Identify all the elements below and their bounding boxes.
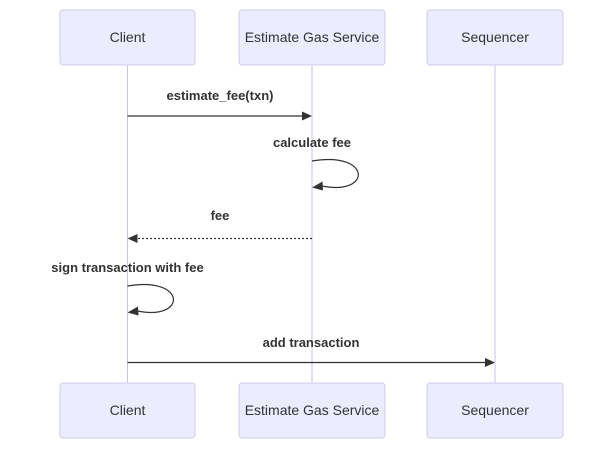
- message-label-sign-transaction: sign transaction with fee: [51, 260, 203, 275]
- self-loop-curve-client: [127, 284, 175, 313]
- actor-label-client-top: Client: [110, 29, 146, 45]
- message-fee: fee: [127, 208, 312, 243]
- message-calculate-fee: calculate fee: [273, 135, 359, 191]
- actor-label-estimate-gas-service-top: Estimate Gas Service: [245, 29, 380, 45]
- message-label-estimate-fee: estimate_fee(txn): [167, 88, 274, 103]
- actor-label-estimate-gas-service-bottom: Estimate Gas Service: [245, 402, 380, 418]
- message-estimate-fee: estimate_fee(txn): [127, 88, 312, 121]
- message-label-fee: fee: [211, 208, 230, 223]
- arrowhead-left-icon: [312, 181, 323, 191]
- arrowhead-left-icon: [127, 234, 138, 243]
- message-label-calculate-fee: calculate fee: [273, 135, 351, 150]
- self-loop-curve-estimate-gas-service: [311, 159, 359, 188]
- actor-label-sequencer-top: Sequencer: [461, 29, 529, 45]
- actor-label-client-bottom: Client: [110, 402, 146, 418]
- actor-box-estimate-gas-service-top: [238, 9, 386, 66]
- actors-bottom: Client Estimate Gas Service Sequencer: [59, 382, 564, 439]
- actor-label-sequencer-bottom: Sequencer: [461, 402, 529, 418]
- actor-box-sequencer-bottom: [426, 382, 564, 439]
- lifelines: [127, 65, 496, 383]
- message-sign-transaction: sign transaction with fee: [51, 260, 204, 316]
- arrowhead-right-icon: [485, 358, 495, 367]
- arrowhead-right-icon: [302, 111, 312, 121]
- actor-box-estimate-gas-service-bottom: [238, 382, 386, 439]
- actor-box-client-top: [59, 9, 196, 66]
- message-label-add-transaction: add transaction: [263, 335, 360, 350]
- actor-box-sequencer-top: [426, 9, 564, 66]
- message-add-transaction: add transaction: [127, 335, 495, 367]
- arrowhead-left-icon: [127, 306, 139, 316]
- actors-top: Client Estimate Gas Service Sequencer: [59, 9, 564, 66]
- actor-box-client-bottom: [59, 382, 196, 439]
